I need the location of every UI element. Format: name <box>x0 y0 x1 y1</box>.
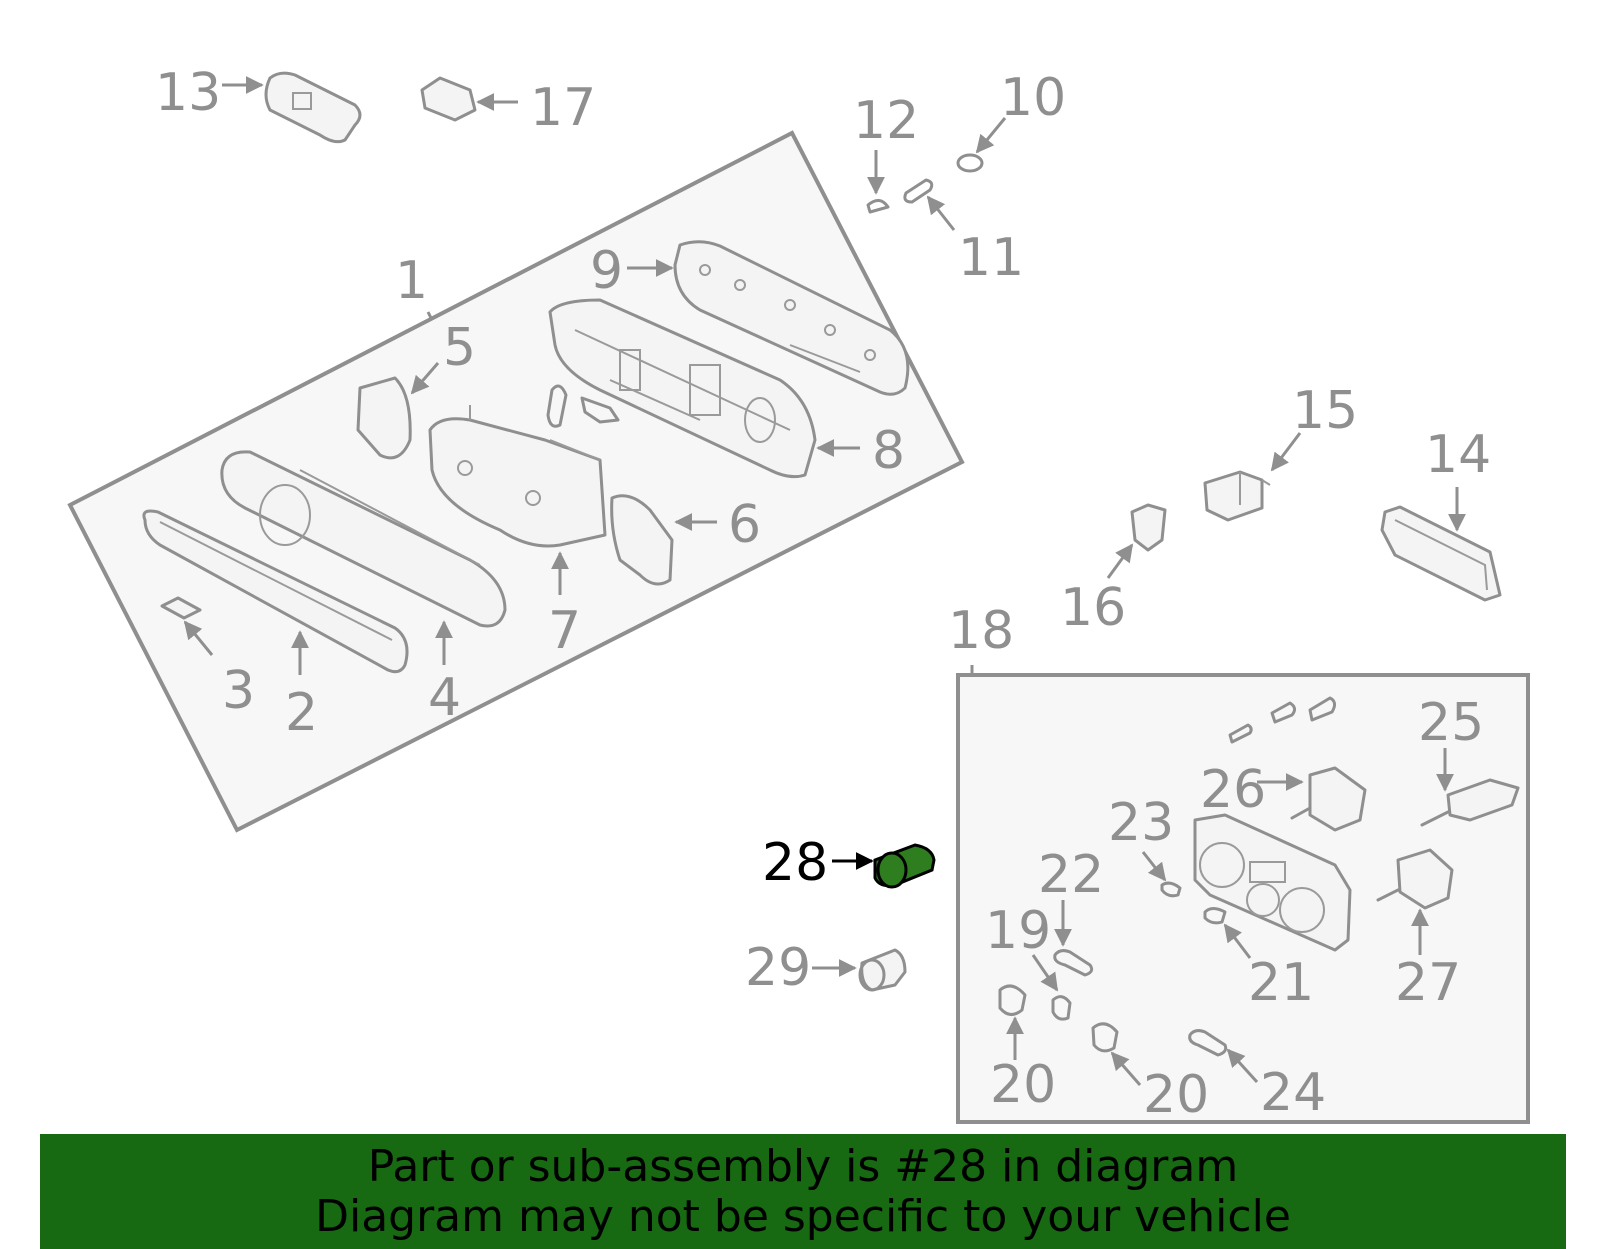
part-5 <box>356 376 412 460</box>
part-13 <box>264 71 362 144</box>
part-4-hood <box>220 450 507 628</box>
label-20-right: 20 <box>1143 1065 1209 1125</box>
label-8: 8 <box>872 421 905 481</box>
part-12 <box>866 199 890 214</box>
banner-line-2: Diagram may not be specific to your vehi… <box>315 1191 1291 1242</box>
climate-panel <box>1193 813 1352 952</box>
part-11 <box>903 178 934 204</box>
label-20-left: 20 <box>990 1055 1056 1115</box>
label-24: 24 <box>1260 1063 1326 1123</box>
label-17: 17 <box>530 78 596 138</box>
part-19 <box>1051 995 1072 1021</box>
label-27: 27 <box>1395 953 1461 1013</box>
label-6: 6 <box>728 495 761 555</box>
part-10 <box>956 153 984 173</box>
label-2: 2 <box>285 683 318 743</box>
label-25: 25 <box>1418 693 1484 753</box>
label-28-highlighted: 28 <box>762 833 828 893</box>
label-18: 18 <box>948 601 1014 661</box>
part-20-left <box>998 984 1027 1016</box>
label-15: 15 <box>1292 381 1358 441</box>
label-5: 5 <box>443 318 476 378</box>
part-6 <box>610 494 674 586</box>
info-banner: Part or sub-assembly is #28 in diagram D… <box>40 1134 1566 1249</box>
clip-part <box>546 384 568 428</box>
part-17 <box>420 76 477 122</box>
leader-arrows <box>183 76 1466 1086</box>
clip-part-2 <box>580 396 620 424</box>
part-22 <box>1053 949 1094 977</box>
label-22: 22 <box>1038 845 1104 905</box>
label-3: 3 <box>222 661 255 721</box>
label-23: 23 <box>1108 793 1174 853</box>
part-20-right <box>1091 1022 1119 1053</box>
label-11: 11 <box>958 228 1024 288</box>
part-26 <box>1290 766 1367 832</box>
part-27 <box>1376 848 1454 910</box>
callout-labels: 13 17 12 10 11 9 1 5 8 6 7 4 2 3 15 14 1… <box>155 63 1491 1125</box>
banner-line-1: Part or sub-assembly is #28 in diagram <box>367 1141 1239 1192</box>
part-8-case <box>548 298 817 479</box>
part-25 <box>1420 778 1520 827</box>
part-2-lens <box>142 509 409 674</box>
part-3 <box>160 596 202 620</box>
label-12: 12 <box>853 91 919 151</box>
label-16: 16 <box>1060 578 1126 638</box>
part-9-board <box>673 240 910 396</box>
part-28-highlighted[interactable] <box>873 843 936 889</box>
part-29 <box>858 948 907 992</box>
part-24 <box>1188 1029 1228 1057</box>
label-26: 26 <box>1200 760 1266 820</box>
part-14 <box>1380 505 1502 602</box>
label-13: 13 <box>155 63 221 123</box>
label-7: 7 <box>548 601 581 661</box>
part-7-gauge <box>428 405 607 548</box>
label-14: 14 <box>1425 425 1491 485</box>
label-10: 10 <box>1000 68 1066 128</box>
bulbs <box>1228 696 1337 744</box>
label-21: 21 <box>1248 953 1314 1013</box>
label-1: 1 <box>395 251 428 311</box>
part-21 <box>1203 907 1227 925</box>
label-9: 9 <box>590 241 623 301</box>
part-23 <box>1160 881 1182 898</box>
part-16 <box>1130 503 1167 552</box>
label-4: 4 <box>428 668 461 728</box>
part-15 <box>1203 470 1271 522</box>
label-19: 19 <box>985 901 1051 961</box>
label-29: 29 <box>745 938 811 998</box>
